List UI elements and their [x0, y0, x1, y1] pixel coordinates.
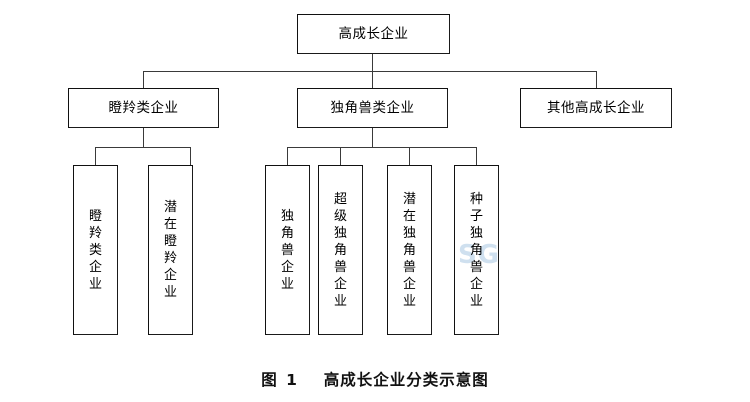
- connector-drop-gazelle-2: [190, 147, 192, 165]
- node-label: 独角兽企业: [281, 208, 295, 292]
- node-seed-unicorn-enterprise[interactable]: 种子独角兽企业: [454, 165, 499, 335]
- watermark: SG: [457, 240, 501, 270]
- node-unicorn-category[interactable]: 独角兽类企业: [297, 88, 448, 128]
- node-label: 高成长企业: [338, 25, 409, 42]
- caption-prefix: 图: [261, 371, 278, 389]
- node-label: 瞪羚类企业: [108, 99, 179, 116]
- node-label: 种子独角兽企业: [470, 191, 484, 309]
- connector-drop-other: [596, 71, 598, 88]
- node-label: 超级独角兽企业: [334, 191, 348, 309]
- connector-drop-gazelle: [143, 71, 145, 88]
- node-potential-gazelle-enterprise[interactable]: 潜在瞪羚企业: [148, 165, 193, 335]
- node-label: 潜在独角兽企业: [403, 191, 417, 309]
- connector-unicorn-stem: [372, 128, 374, 148]
- node-super-unicorn-enterprise[interactable]: 超级独角兽企业: [318, 165, 363, 335]
- node-other-high-growth[interactable]: 其他高成长企业: [520, 88, 672, 128]
- connector-level2-bar: [143, 71, 597, 73]
- node-label: 其他高成长企业: [547, 99, 645, 116]
- node-root-high-growth[interactable]: 高成长企业: [297, 14, 450, 54]
- caption-number: 1: [286, 371, 298, 389]
- node-gazelle-category[interactable]: 瞪羚类企业: [68, 88, 219, 128]
- connector-drop-unicorn: [372, 71, 374, 88]
- figure-caption: 图 1 高成长企业分类示意图: [0, 368, 750, 390]
- connector-drop-gazelle-1: [95, 147, 97, 165]
- node-label: 潜在瞪羚企业: [164, 200, 178, 300]
- node-label: 瞪羚类企业: [89, 208, 103, 292]
- node-potential-unicorn-enterprise[interactable]: 潜在独角兽企业: [387, 165, 432, 335]
- node-label: 独角兽类企业: [330, 99, 415, 116]
- connector-unicorn-bar: [287, 147, 477, 149]
- node-gazelle-enterprise[interactable]: 瞪羚类企业: [73, 165, 118, 335]
- connector-gazelle-bar: [95, 147, 191, 149]
- connector-root-stem: [372, 54, 374, 72]
- node-unicorn-enterprise[interactable]: 独角兽企业: [265, 165, 310, 335]
- connector-drop-unicorn-1: [287, 147, 289, 165]
- caption-title: 高成长企业分类示意图: [323, 371, 489, 389]
- connector-drop-unicorn-2: [340, 147, 342, 165]
- connector-drop-unicorn-4: [476, 147, 478, 165]
- connector-drop-unicorn-3: [409, 147, 411, 165]
- connector-gazelle-stem: [143, 128, 145, 148]
